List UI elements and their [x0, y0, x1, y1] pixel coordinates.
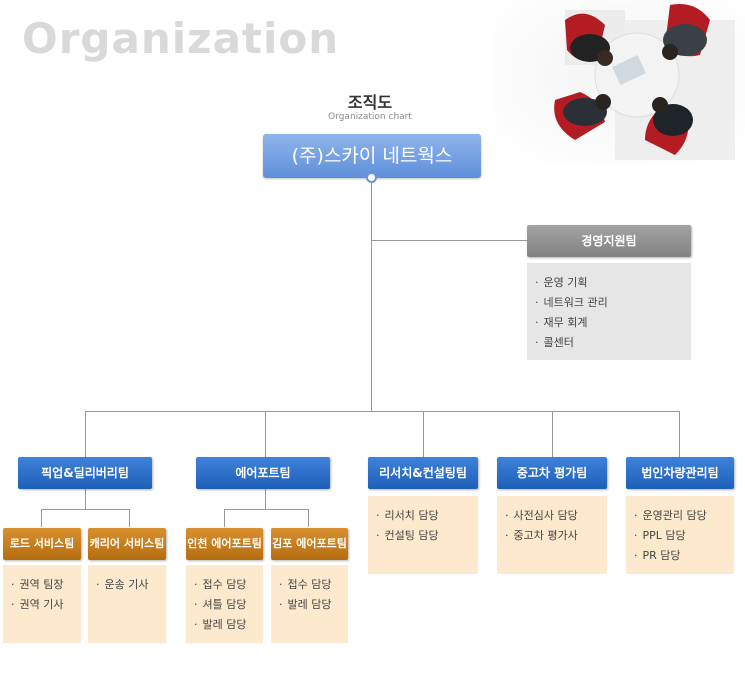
- duty-list: 권역 팀장 권역 기사: [3, 565, 81, 643]
- connector-line: [265, 489, 266, 509]
- duty-item: 권역 기사: [11, 595, 81, 615]
- duty-item: 운영관리 담당: [634, 506, 734, 526]
- subteam-incheon-airport: 인천 에어포트팀: [186, 528, 263, 560]
- chart-title: 조직도: [347, 93, 393, 112]
- connector-line: [85, 489, 86, 509]
- connector-line: [552, 411, 553, 457]
- duty-item: 셔틀 담당: [194, 595, 263, 615]
- duty-item: PR 담당: [634, 546, 734, 566]
- duty-item: 사전심사 담당: [505, 506, 607, 526]
- duty-item: 네트워크 관리: [535, 293, 691, 313]
- team-airport: 에어포트팀: [196, 457, 330, 489]
- duty-item: 권역 팀장: [11, 575, 81, 595]
- duty-item: 발레 담당: [194, 615, 263, 635]
- duty-list: 운송 기사: [88, 565, 166, 643]
- subteam-gimpo-airport: 김포 에어포트팀: [271, 528, 348, 560]
- connector-line: [265, 411, 266, 457]
- connector-dot: [366, 172, 377, 183]
- duty-list: 접수 담당 셔틀 담당 발레 담당: [186, 565, 263, 643]
- duty-item: 리서치 담당: [376, 506, 478, 526]
- duty-item: 중고차 평가사: [505, 526, 607, 546]
- connector-line: [41, 509, 42, 527]
- connector-line: [129, 509, 130, 527]
- duty-item: 컨설팅 담당: [376, 526, 478, 546]
- duty-list: 운영관리 담당 PPL 담당 PR 담당: [626, 496, 734, 574]
- duty-item: 운송 기사: [96, 575, 166, 595]
- connector-line: [371, 240, 527, 241]
- connector-line: [423, 411, 424, 457]
- duty-list: 운영 기획 네트워크 관리 재무 회계 콜센터: [527, 263, 691, 360]
- connector-line: [41, 509, 129, 510]
- connector-line: [308, 509, 309, 527]
- duty-list: 리서치 담당 컨설팅 담당: [368, 496, 478, 574]
- subteam-road-service: 로드 서비스팀: [3, 528, 81, 560]
- duty-item: 운영 기획: [535, 273, 691, 293]
- team-pickup-delivery: 픽업&딜리버리팀: [18, 457, 152, 489]
- chart-subtitle: Organization chart: [328, 112, 412, 122]
- connector-line: [224, 509, 308, 510]
- company-box: (주)스카이 네트웍스: [263, 134, 481, 178]
- connector-line: [85, 411, 679, 412]
- connector-line: [85, 411, 86, 457]
- duty-item: PPL 담당: [634, 526, 734, 546]
- team-research-consulting: 리서치&컨설팅팀: [368, 457, 478, 489]
- team-management-support: 경영지원팀: [527, 225, 691, 257]
- connector-line: [679, 411, 680, 457]
- duty-item: 접수 담당: [279, 575, 348, 595]
- duty-list: 사전심사 담당 중고차 평가사: [497, 496, 607, 574]
- duty-item: 발레 담당: [279, 595, 348, 615]
- meeting-photo: [495, 0, 745, 165]
- team-used-car-appraisal: 중고차 평가팀: [497, 457, 607, 489]
- duty-item: 콜센터: [535, 333, 691, 353]
- connector-line: [224, 509, 225, 527]
- duty-item: 재무 회계: [535, 313, 691, 333]
- organization-header: Organization: [22, 14, 340, 63]
- duty-item: 접수 담당: [194, 575, 263, 595]
- connector-line: [371, 183, 372, 411]
- team-corporate-vehicle: 법인차량관리팀: [626, 457, 734, 489]
- subteam-carrier-service: 캐리어 서비스팀: [88, 528, 166, 560]
- duty-list: 접수 담당 발레 담당: [271, 565, 348, 643]
